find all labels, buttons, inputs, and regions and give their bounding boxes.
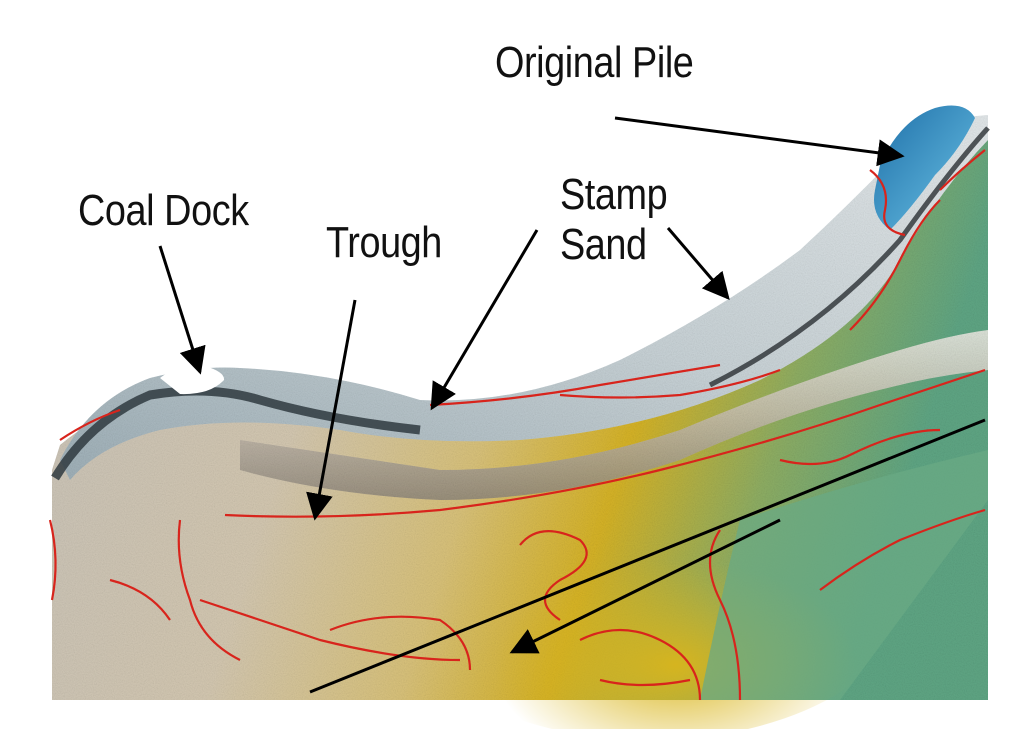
shoreline-edge bbox=[51, 386, 421, 481]
transect-line-upper bbox=[309, 418, 986, 694]
inner-shoreline bbox=[708, 126, 990, 388]
stamp-sand-label: Stamp Sand bbox=[560, 170, 668, 270]
transect-line-lower bbox=[509, 518, 781, 654]
coal-dock-label: Coal Dock bbox=[78, 186, 249, 235]
original-pile-arrow bbox=[614, 116, 905, 167]
stamp-sand-band bbox=[60, 115, 988, 480]
trough-label: Trough bbox=[326, 218, 442, 267]
trough-arrow bbox=[306, 299, 357, 521]
original-pile-label: Original Pile bbox=[495, 38, 694, 87]
contour-lines bbox=[48, 149, 986, 701]
coal-dock-notch bbox=[160, 365, 225, 395]
annotation-arrows bbox=[158, 116, 986, 694]
stamp-sand-arrow-right bbox=[666, 227, 730, 301]
trough-ridge bbox=[240, 330, 988, 500]
original-pile bbox=[874, 105, 975, 230]
coal-dock-arrow bbox=[158, 245, 206, 375]
stamp-sand-label-line1: Stamp bbox=[560, 170, 668, 219]
green-depth-zone bbox=[700, 450, 988, 700]
stamp-sand-arrow-left bbox=[430, 229, 539, 411]
stamp-sand-label-line2: Sand bbox=[560, 220, 647, 269]
